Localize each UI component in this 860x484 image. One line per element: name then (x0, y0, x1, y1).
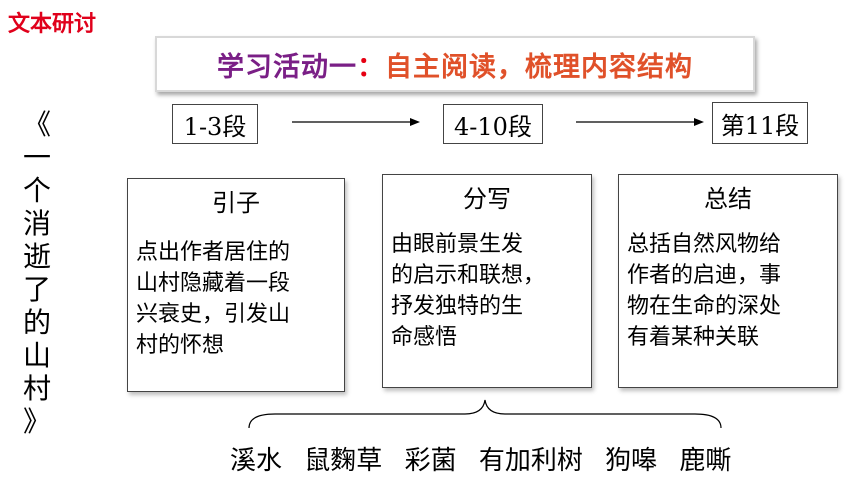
summary-box: 总结 总括自然风物给 作者的启迪，事 物在生命的深处 有着某种关联 (618, 174, 838, 388)
element-item: 鼠麴草 (304, 446, 383, 476)
box-text-line: 村的怀想 (136, 333, 225, 358)
activity-title-prefix: 学习活动一 (217, 51, 357, 83)
vertical-title-char: 消 (22, 207, 51, 240)
box-text-line: 总括自然风物给 (627, 232, 782, 257)
box-text-line: 山村隐藏着一段 (136, 271, 291, 296)
activity-title-banner: 学习活动一 ： 自主阅读，梳理内容结构 (155, 36, 755, 92)
vertical-title-char: 了 (22, 273, 51, 306)
segment-box-intro: 1-3段 (172, 104, 258, 144)
intro-box: 引子 点出作者居住的 山村隐藏着一段 兴衰史，引发山 村的怀想 (127, 178, 345, 392)
box-text-line: 作者的启迪，事 (627, 263, 782, 288)
element-item: 有加利树 (478, 446, 583, 476)
vertical-text-title: 《 一 个 消 逝 了 的 山 村 》 (14, 108, 60, 438)
box-text-line: 点出作者居住的 (136, 240, 291, 265)
box-heading: 总结 (704, 185, 752, 213)
segment-label: 1-3段 (183, 112, 247, 141)
brace-connector (248, 399, 722, 429)
box-text-line: 由眼前景生发 (391, 232, 524, 257)
natural-elements-list: 溪水 鼠麴草 彩菌 有加利树 狗嗥 鹿嘶 (230, 440, 790, 477)
vertical-title-char: 的 (22, 306, 51, 339)
box-text-line: 物在生命的深处 (627, 294, 782, 319)
segment-box-final: 第11段 (712, 102, 808, 144)
detail-box: 分写 由眼前景生发 的启示和联想， 抒发独特的生 命感悟 (382, 174, 592, 388)
vertical-title-char: 逝 (22, 240, 51, 273)
vertical-title-char: 个 (22, 174, 51, 207)
vertical-title-char: 《 (22, 108, 51, 141)
box-text-line: 命感悟 (391, 325, 458, 350)
element-item: 彩菌 (404, 446, 457, 476)
box-heading: 分写 (463, 185, 511, 213)
box-text: 总括自然风物给 作者的启迪，事 物在生命的深处 有着某种关联 (619, 229, 837, 353)
activity-title-separator: ： (357, 51, 385, 83)
activity-title-main: 自主阅读，梳理内容结构 (385, 51, 693, 83)
element-item: 溪水 (230, 446, 283, 476)
arrow-right-icon (292, 118, 420, 126)
segment-label: 第11段 (720, 111, 800, 140)
box-heading: 引子 (212, 189, 260, 217)
element-item: 狗嗥 (605, 446, 658, 476)
box-text-line: 抒发独特的生 (391, 294, 524, 319)
segment-label: 4-10段 (454, 112, 532, 141)
arrow-right-icon (576, 118, 704, 126)
box-text-line: 兴衰史，引发山 (136, 302, 291, 327)
vertical-title-char: 山 (22, 339, 51, 372)
box-text-line: 的启示和联想， (391, 263, 546, 288)
vertical-title-char: 》 (22, 405, 51, 438)
element-item: 鹿嘶 (679, 446, 732, 476)
box-text: 由眼前景生发 的启示和联想， 抒发独特的生 命感悟 (383, 229, 591, 353)
box-text-line: 有着某种关联 (627, 325, 760, 350)
box-text: 点出作者居住的 山村隐藏着一段 兴衰史，引发山 村的怀想 (128, 237, 344, 361)
vertical-title-char: 一 (22, 141, 51, 174)
section-label: 文本研讨 (8, 12, 97, 37)
vertical-title-char: 村 (22, 372, 51, 405)
segment-box-middle: 4-10段 (443, 104, 543, 144)
